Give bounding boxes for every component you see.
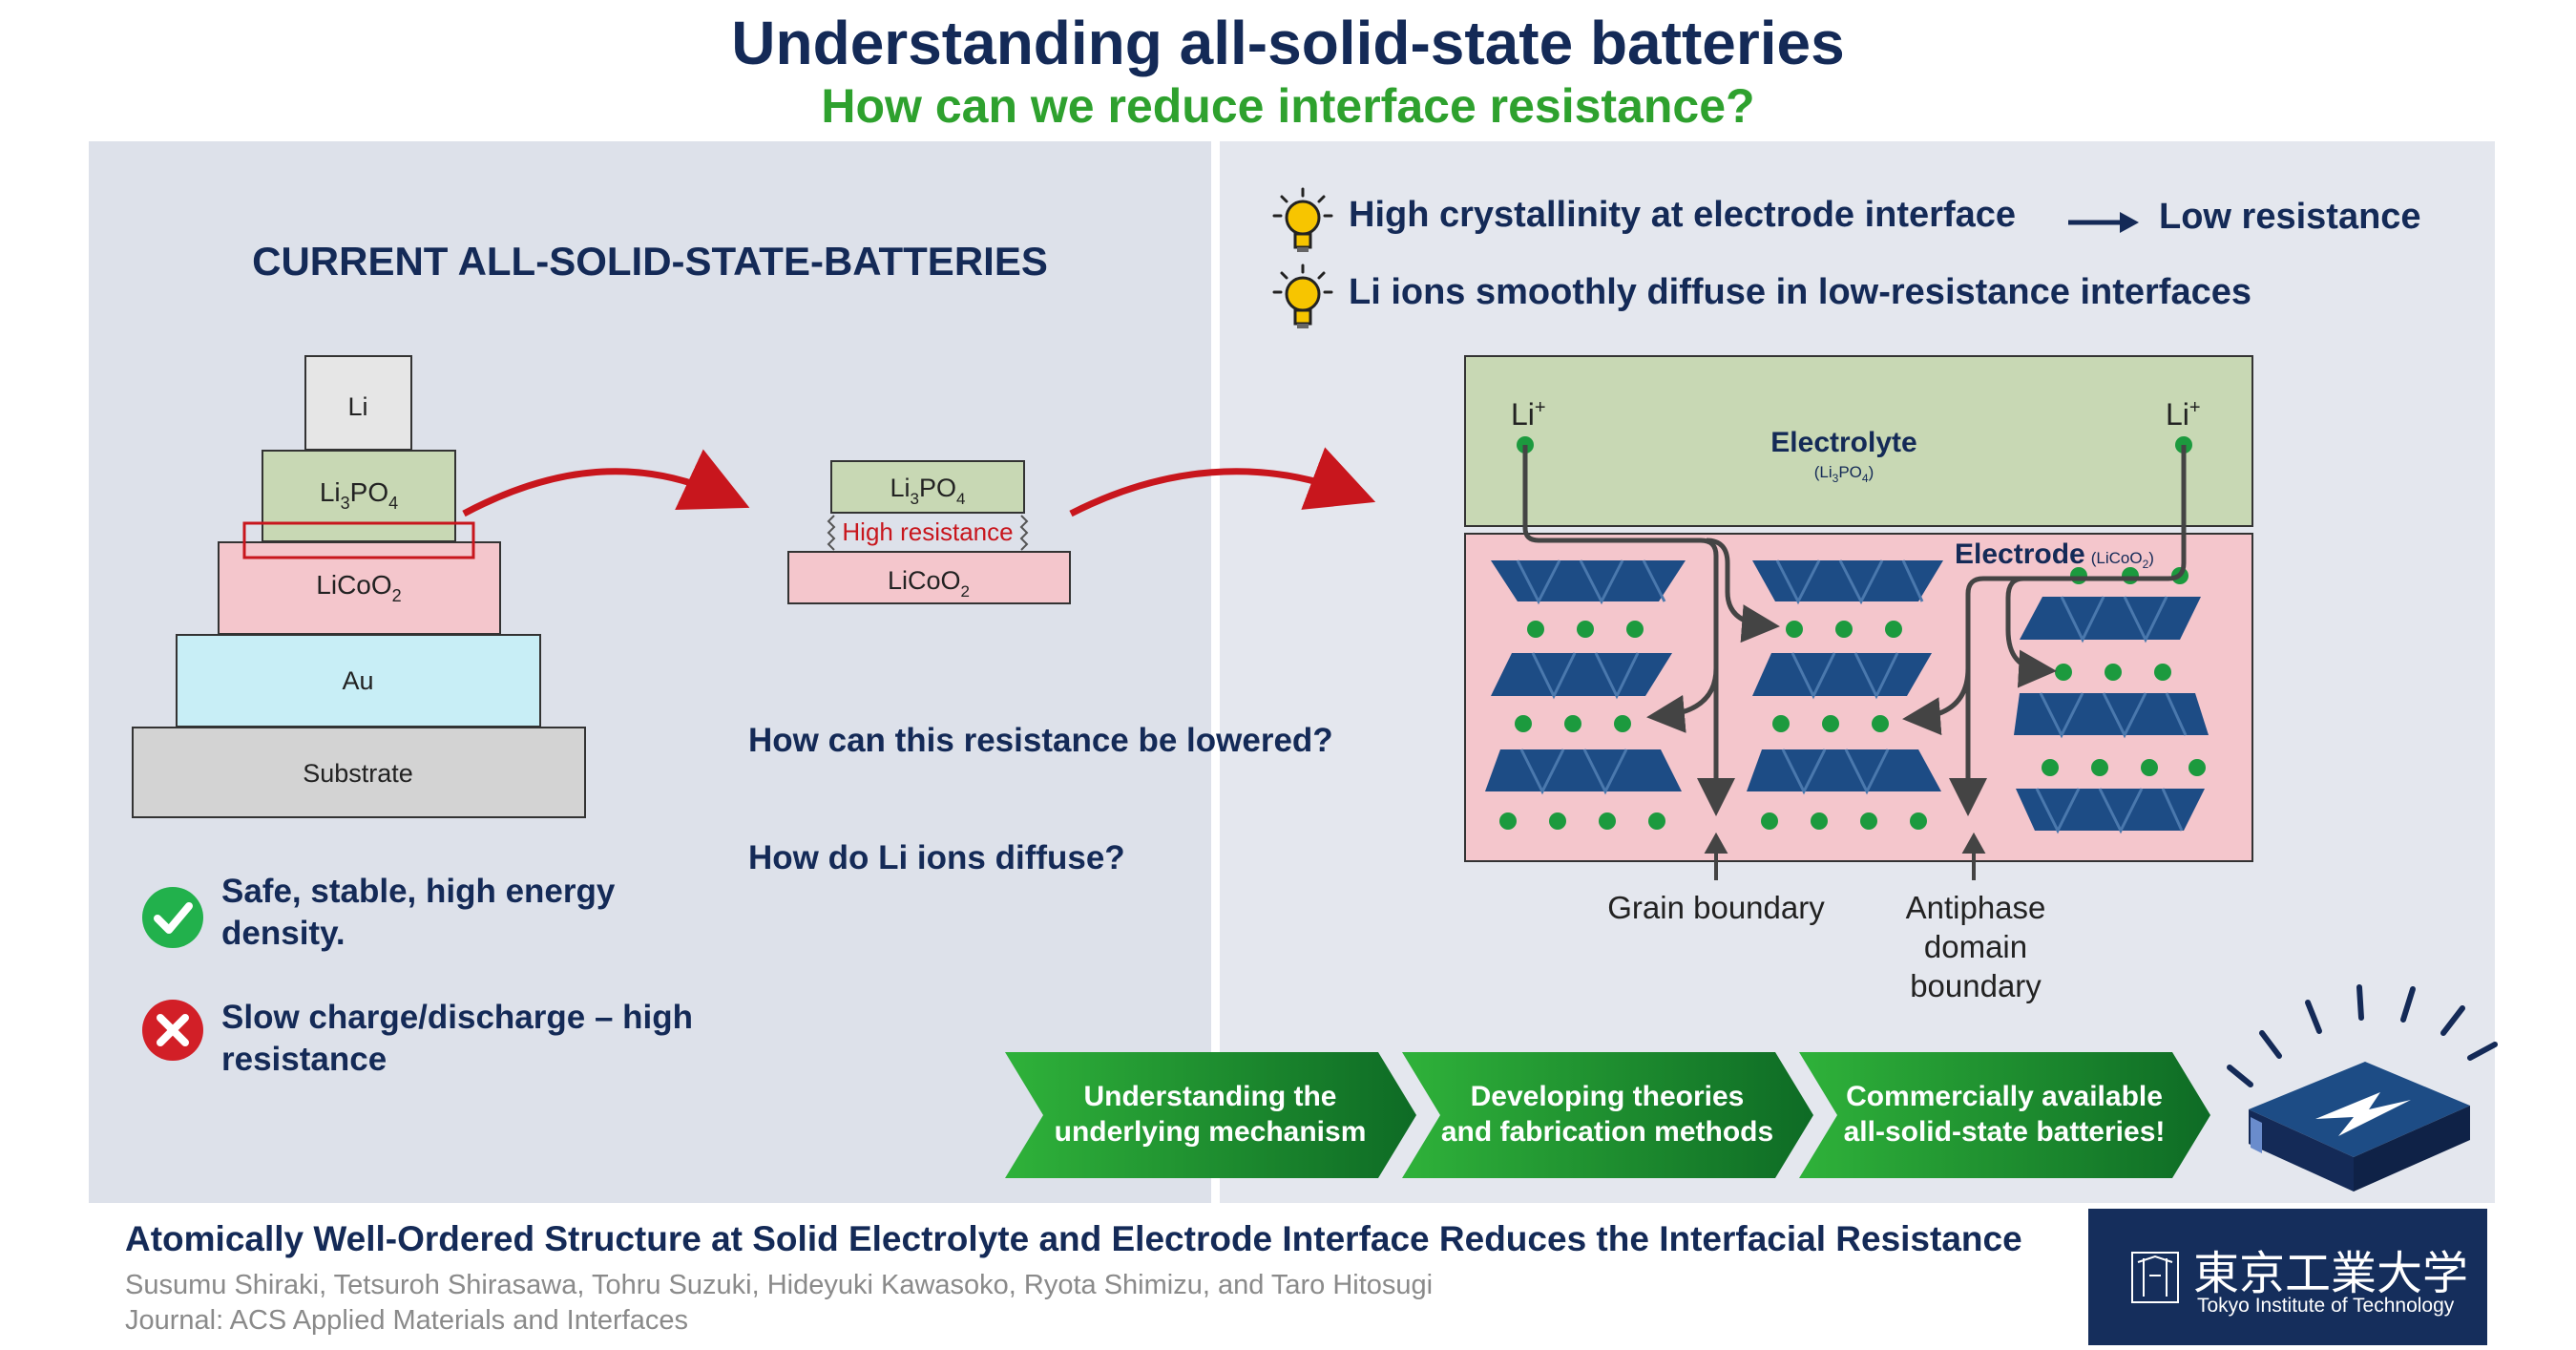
layer-label-li3po4: Li3PO4 bbox=[320, 477, 398, 513]
antiphase-boundary-label: Antiphase domain boundary bbox=[1871, 888, 2081, 1005]
publication-journal: Journal: ACS Applied Materials and Inter… bbox=[125, 1305, 688, 1336]
check-icon bbox=[142, 887, 203, 948]
step-1-label: Understanding the underlying mechanism bbox=[1043, 1079, 1377, 1150]
battery-icon bbox=[2227, 984, 2498, 1192]
layer-label-licoo2: LiCoO2 bbox=[316, 570, 401, 605]
layer-label-au: Au bbox=[342, 666, 373, 695]
zoom-layer-licoo2 bbox=[787, 551, 1071, 604]
crystal-grain-middle bbox=[1747, 559, 1943, 795]
boundary-pointers bbox=[1704, 832, 1986, 880]
insight-1-text: High crystallinity at electrode interfac… bbox=[1349, 195, 2017, 235]
question-diffusion: How do Li ions diffuse? bbox=[748, 839, 1125, 876]
li-ion-label-right: Li+ bbox=[2166, 397, 2201, 432]
layer-li3po4 bbox=[262, 450, 456, 542]
interface-highlight-box bbox=[242, 521, 475, 559]
electrolyte-label: Electrolyte bbox=[1770, 427, 1916, 458]
insight-1-result: Low resistance bbox=[2159, 197, 2421, 237]
antiphase-line-2: domain bbox=[1923, 929, 2028, 964]
grain-boundary-label: Grain boundary bbox=[1607, 890, 1825, 925]
step-1-line-1: Understanding the bbox=[1083, 1081, 1337, 1112]
lightbulb-icon bbox=[1272, 264, 1333, 328]
drawback-text: Slow charge/discharge – high resistance bbox=[221, 999, 694, 1078]
layer-li bbox=[304, 355, 412, 451]
crystal-grain-right bbox=[2014, 596, 2209, 834]
zoom-layer-li3po4 bbox=[830, 460, 1025, 514]
cross-icon bbox=[142, 1000, 203, 1061]
step-3-line-2: all-solid-state batteries! bbox=[1843, 1116, 2166, 1148]
left-panel-heading: CURRENT ALL-SOLID-STATE-BATTERIES bbox=[252, 239, 1048, 284]
electrode-label: Electrode(LiCoO2) bbox=[1955, 538, 2154, 571]
electrolyte-formula: (Li3PO4) bbox=[1814, 463, 1874, 485]
zoom-arrow-2 bbox=[1069, 447, 1376, 517]
step-2-label: Developing theories and fabrication meth… bbox=[1440, 1079, 1774, 1150]
step-3-label: Commercially available all-solid-state b… bbox=[1837, 1079, 2171, 1150]
arrow-right-icon bbox=[2068, 212, 2139, 233]
question-resistance: How can this resistance be lowered? bbox=[748, 722, 1333, 759]
li-ion-rows bbox=[1499, 567, 2206, 830]
publication-title: Atomically Well-Ordered Structure at Sol… bbox=[125, 1219, 2022, 1258]
layer-substrate bbox=[132, 727, 586, 818]
li-ion-label-left: Li+ bbox=[1511, 397, 1546, 432]
step-chevron-1 bbox=[1005, 1052, 1416, 1178]
antiphase-line-1: Antiphase bbox=[1905, 890, 2046, 925]
publication-authors: Susumu Shiraki, Tetsuroh Shirasawa, Tohr… bbox=[125, 1270, 1434, 1300]
benefit-text: Safe, stable, high energy density. bbox=[221, 873, 616, 952]
university-emblem-icon bbox=[2131, 1252, 2179, 1303]
insight-2-text: Li ions smoothly diffuse in low-resistan… bbox=[1349, 272, 2251, 312]
zoom-arrow-1 bbox=[462, 449, 750, 517]
step-chevron-2 bbox=[1402, 1052, 1813, 1178]
layer-label-substrate: Substrate bbox=[303, 759, 413, 788]
university-logo: 東京工業大学 Tokyo Institute of Technology bbox=[2088, 1209, 2487, 1345]
university-name-jp: 東京工業大学 bbox=[2193, 1247, 2469, 1300]
step-2-line-1: Developing theories bbox=[1470, 1081, 1745, 1112]
step-chevron-3 bbox=[1799, 1052, 2210, 1178]
subtitle: How can we reduce interface resistance? bbox=[821, 79, 1755, 133]
step-3-line-1: Commercially available bbox=[1846, 1081, 2163, 1112]
university-name-en: Tokyo Institute of Technology bbox=[2197, 1295, 2455, 1317]
lightbulb-icon bbox=[1272, 187, 1333, 252]
layer-label-li: Li bbox=[347, 392, 367, 421]
step-2-line-2: and fabrication methods bbox=[1440, 1116, 1774, 1148]
zigzag-right bbox=[1019, 515, 1029, 551]
electrolyte-block bbox=[1464, 355, 2253, 527]
diffusion-paths bbox=[1522, 445, 2187, 816]
step-1-line-2: underlying mechanism bbox=[1054, 1116, 1367, 1148]
layer-au bbox=[176, 634, 541, 728]
crystal-grain-left bbox=[1485, 559, 1686, 795]
high-resistance-label: High resistance bbox=[842, 517, 1013, 546]
main-title: Understanding all-solid-state batteries bbox=[731, 9, 1845, 77]
antiphase-line-3: boundary bbox=[1910, 968, 2042, 1003]
zigzag-left bbox=[827, 515, 836, 551]
